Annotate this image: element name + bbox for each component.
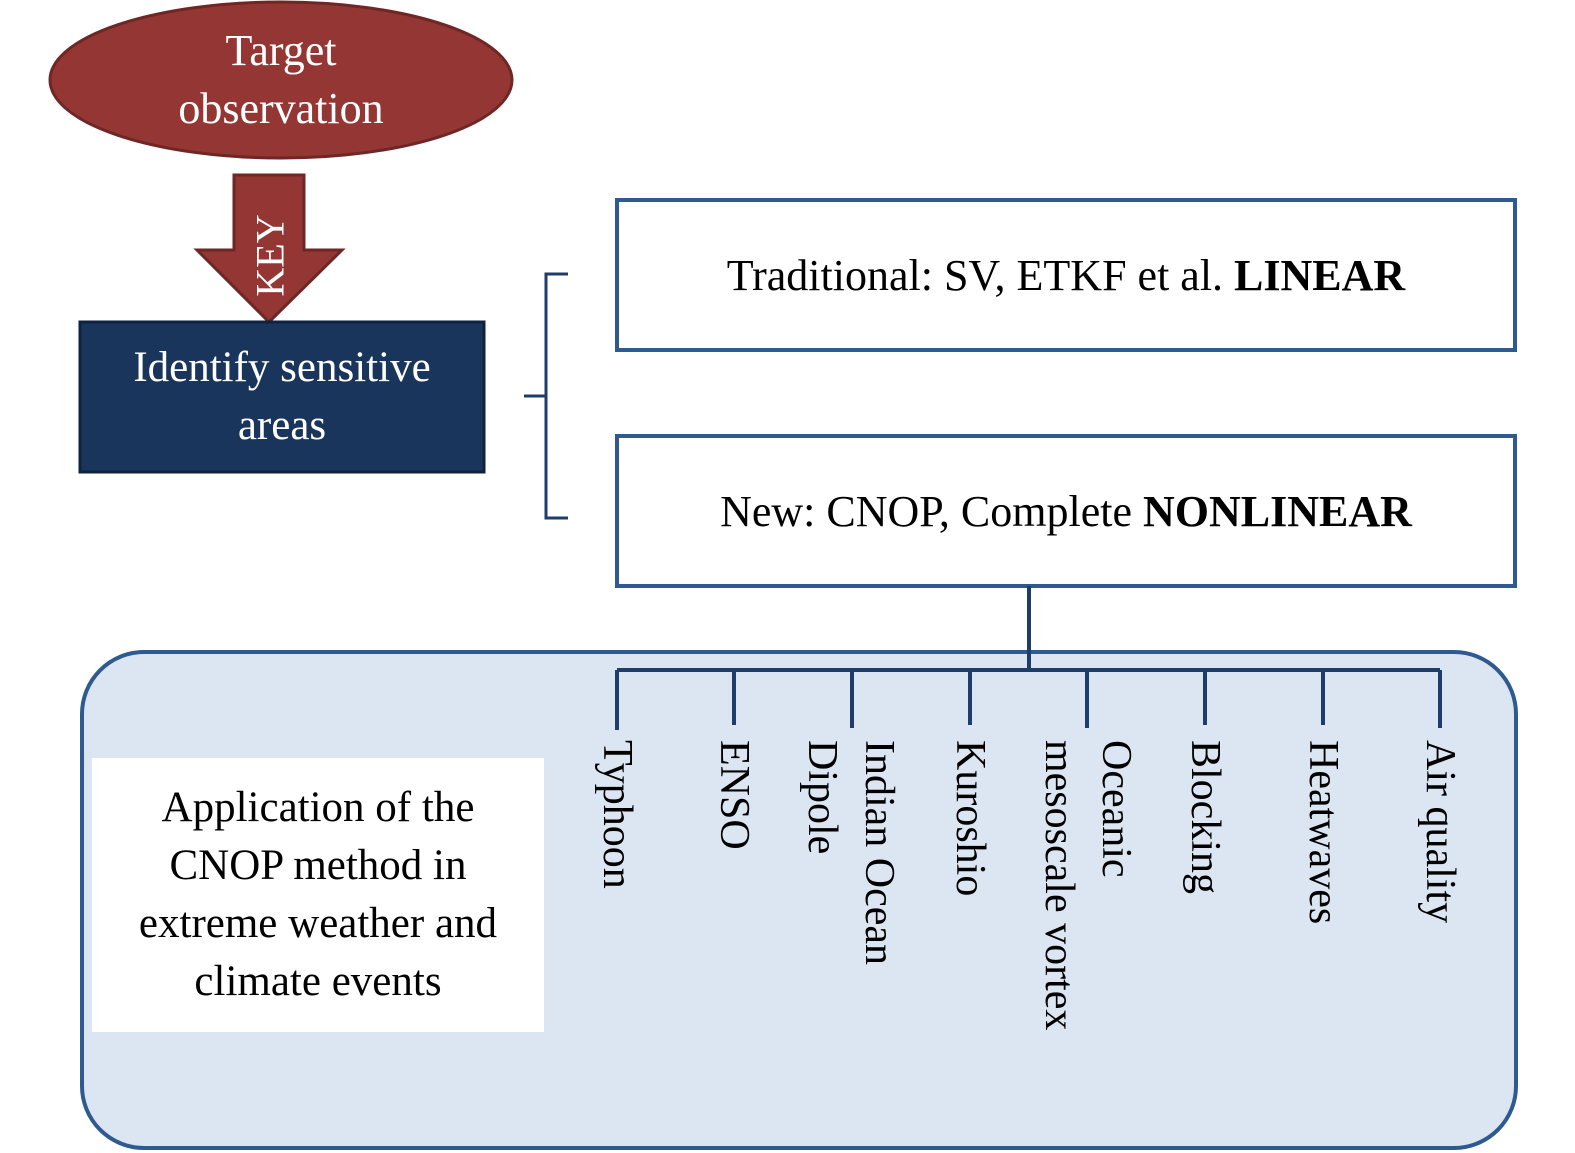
- target-line-1: Target: [225, 26, 337, 75]
- category-dipole: Dipole: [799, 740, 845, 855]
- new-method-bold: NONLINEAR: [1142, 486, 1412, 536]
- grouping-brace: [524, 272, 568, 520]
- connector-tree: [615, 586, 1442, 730]
- new-method-label: New: CNOP, Complete NONLINEAR: [617, 436, 1515, 586]
- identify-box: [78, 320, 486, 474]
- identify-line-2: areas: [237, 402, 327, 449]
- category-air-quality: Air quality: [1417, 740, 1463, 924]
- category-blocking: Blocking: [1182, 740, 1228, 894]
- identify-line-1: Identify sensitive: [133, 344, 431, 391]
- application-line-4: climate events: [194, 958, 442, 1005]
- key-label: KEY: [247, 214, 293, 297]
- target-line-2: observation: [178, 84, 384, 133]
- application-line-3: extreme weather and: [138, 900, 498, 947]
- application-label-box: [92, 758, 544, 1032]
- key-arrow: [193, 173, 346, 325]
- traditional-box: [615, 198, 1517, 352]
- traditional-bold: LINEAR: [1234, 250, 1406, 300]
- target-observation-oval: [48, 0, 514, 160]
- application-label: Application of the CNOP method in extrem…: [92, 758, 544, 1032]
- new-method-text: New: CNOP, Complete: [720, 486, 1143, 536]
- identify-label: Identify sensitive areas: [80, 322, 484, 472]
- target-observation-label: Target observation: [50, 20, 512, 140]
- category-typhoon: Typhoon: [594, 740, 640, 889]
- new-method-box: [615, 434, 1517, 588]
- application-line-1: Application of the: [161, 784, 475, 831]
- traditional-text: Traditional: SV, ETKF et al.: [726, 250, 1235, 300]
- category-enso: ENSO: [711, 740, 757, 850]
- category-kuroshio: Kuroshio: [947, 740, 993, 897]
- traditional-label: Traditional: SV, ETKF et al. LINEAR: [617, 200, 1515, 350]
- application-line-2: CNOP method in: [169, 842, 467, 889]
- category-indian-ocean: Indian Ocean: [856, 740, 902, 966]
- category-heatwaves: Heatwaves: [1300, 740, 1346, 925]
- category-mesoscale-vortex: mesoscale vortex: [1036, 740, 1082, 1031]
- category-oceanic: Oceanic: [1093, 740, 1139, 878]
